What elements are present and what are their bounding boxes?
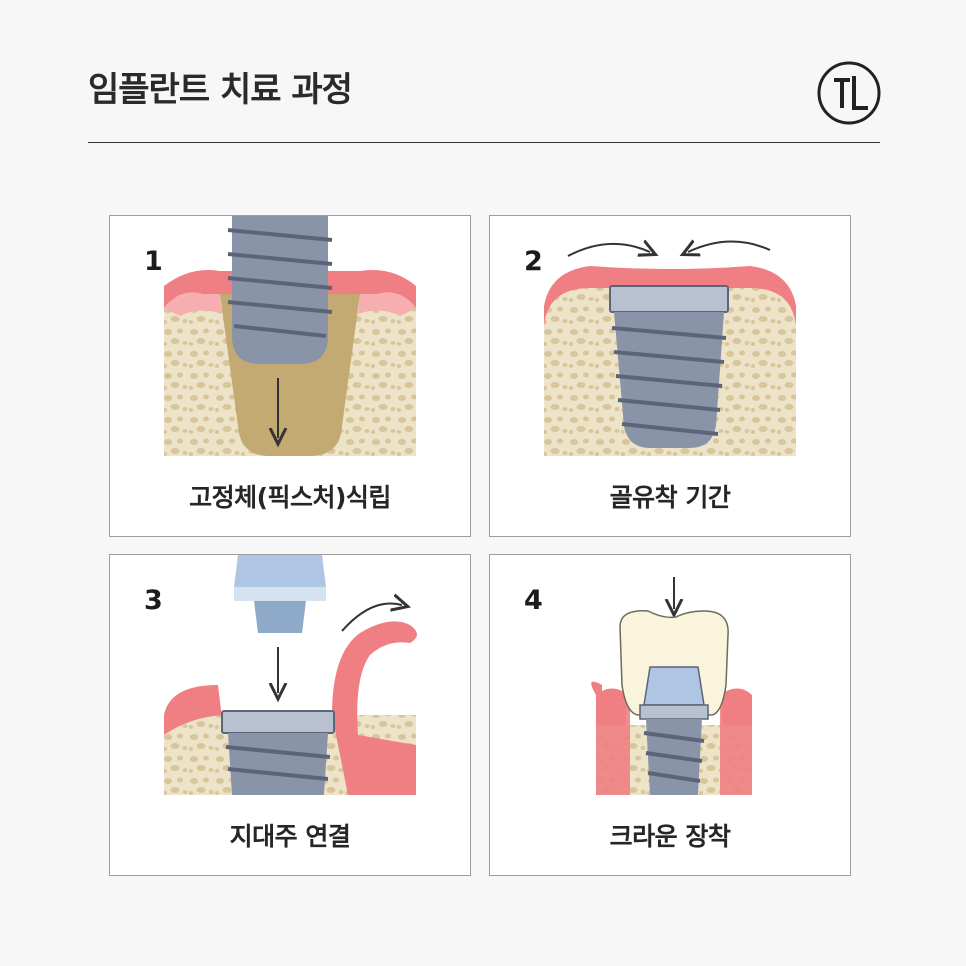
page-title: 임플란트 치료 과정 [88,70,353,110]
step-label: 크라운 장착 [609,822,731,851]
logo [817,61,881,125]
step-number: 4 [524,585,543,616]
osseointegration-icon [544,216,796,456]
crown-placement-icon [591,577,752,795]
step-number: 3 [144,585,163,616]
abutment-connection-icon [164,555,417,795]
step-number: 1 [144,246,163,277]
step-label: 지대주 연결 [229,822,351,851]
step-panel-3: 3 지대주 연결 [109,554,471,876]
step-label: 고정체(픽스처)식립 [189,483,391,512]
title-divider [88,142,880,143]
step-panel-4: 4 크라운 장착 [489,554,851,876]
step-number: 2 [524,246,543,277]
step-label: 골유착 기간 [609,483,731,512]
step-panel-1: 1 고정체(픽스처)식립 [109,215,471,537]
implant-insertion-icon [164,216,416,456]
step-panel-2: 2 골유착 기간 [489,215,851,537]
